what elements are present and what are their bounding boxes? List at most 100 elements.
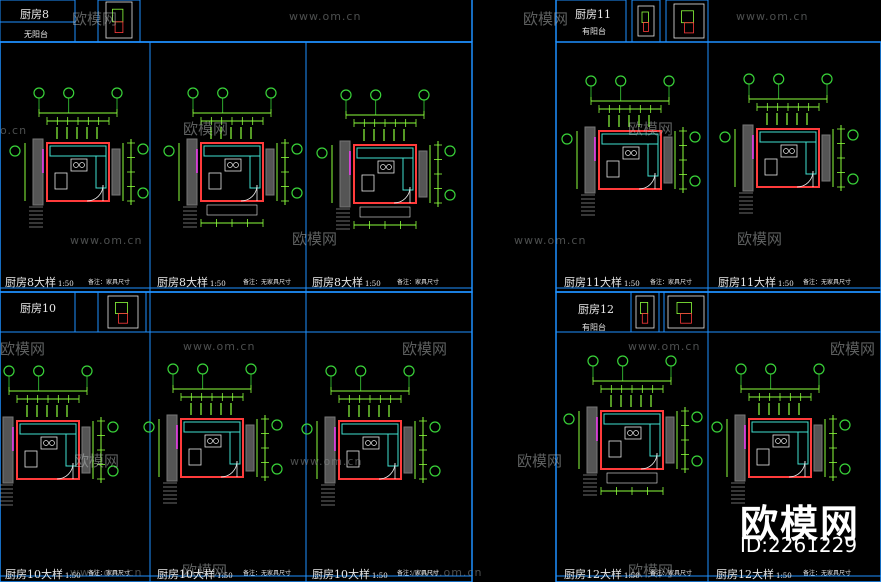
axis-bubble xyxy=(163,145,175,157)
axis-bubble xyxy=(3,365,15,377)
wall-hatch xyxy=(821,134,831,182)
wall-hatch xyxy=(2,416,14,484)
kitchen-wall xyxy=(180,418,244,478)
door-swing xyxy=(378,462,396,480)
wall-hatch xyxy=(339,140,351,208)
wall-hatch xyxy=(186,138,198,206)
wall-hatch xyxy=(813,424,823,472)
stove-burner xyxy=(380,164,386,170)
axis-bubble xyxy=(418,89,430,101)
wall-hatch xyxy=(418,150,428,198)
watermark-url: www.om.cn xyxy=(70,234,143,247)
axis-bubble xyxy=(197,363,209,375)
axis-bubble xyxy=(137,143,149,155)
side-counter xyxy=(65,433,77,467)
title-block xyxy=(0,291,76,333)
axis-bubble xyxy=(765,363,777,375)
stove xyxy=(624,426,642,440)
axis-bubble xyxy=(743,73,755,85)
key-plan-room xyxy=(640,301,649,314)
logo-watermark: 欧模网 xyxy=(740,502,861,546)
axis-bubble xyxy=(33,365,45,377)
key-plan-outline xyxy=(107,295,139,329)
key-plan-box xyxy=(630,291,660,333)
fridge xyxy=(608,440,622,458)
watermark-brand: 欧模网 xyxy=(72,10,118,28)
axis-bubble xyxy=(107,465,119,477)
counter-top xyxy=(203,145,261,157)
key-plan-highlight xyxy=(643,22,649,32)
side-counter xyxy=(649,423,661,457)
sheet-sublabel-kitchen-11: 有阳台 xyxy=(582,27,606,36)
stove-burner xyxy=(627,430,633,436)
axis-bubble xyxy=(689,175,701,187)
key-plan-box xyxy=(665,0,709,43)
watermark-url: www.om.cn xyxy=(290,455,363,468)
fridge xyxy=(208,172,222,190)
wall-hatch xyxy=(663,136,673,184)
stove-burner xyxy=(73,162,79,168)
axis-bubble xyxy=(63,87,75,99)
watermark-brand: 欧模网 xyxy=(628,562,674,580)
kitchen-wall xyxy=(748,418,812,478)
counter-top xyxy=(183,421,241,433)
sheet-sublabel-kitchen-12: 有阳台 xyxy=(582,323,606,332)
watermark-brand: 欧模网 xyxy=(183,120,229,138)
stove-burner xyxy=(79,162,85,168)
plan-note: 备注：家具尺寸 xyxy=(397,570,440,577)
watermark-brand: 欧模网 xyxy=(523,10,569,28)
fridge xyxy=(361,174,375,192)
watermark-url: o.cn xyxy=(0,124,28,137)
axis-bubble xyxy=(355,365,367,377)
plan-note: 备注：家具尺寸 xyxy=(88,570,131,577)
axis-bubble xyxy=(615,75,627,87)
stove-burner xyxy=(233,162,239,168)
axis-bubble xyxy=(143,421,155,433)
fridge xyxy=(606,160,620,178)
axis-bubble xyxy=(665,355,677,367)
axis-bubble xyxy=(663,75,675,87)
axis-bubble xyxy=(370,89,382,101)
watermark-brand: 欧模网 xyxy=(830,340,876,358)
plan-note: 备注：无家具尺寸 xyxy=(243,570,292,577)
watermark-brand: 欧模网 xyxy=(74,452,120,470)
axis-bubble xyxy=(167,363,179,375)
watermark-brand: 欧模网 xyxy=(0,340,46,358)
axis-bubble xyxy=(403,365,415,377)
wall-hatch xyxy=(734,414,746,482)
kitchen-wall xyxy=(598,130,662,190)
watermark-brand: 欧模网 xyxy=(628,120,674,138)
sheet-label-kitchen-8: 厨房8 xyxy=(20,8,49,21)
key-plan-box xyxy=(631,0,661,43)
axis-bubble xyxy=(111,87,123,99)
fridge xyxy=(24,450,38,468)
wall-hatch xyxy=(324,416,336,484)
stove-burner xyxy=(625,150,631,156)
watermark-url: www.om.cn xyxy=(514,234,587,247)
wall-hatch xyxy=(586,406,598,474)
axis-bubble xyxy=(301,423,313,435)
side-counter xyxy=(387,433,399,467)
door-swing xyxy=(240,184,258,202)
axis-bubble xyxy=(245,363,257,375)
door-swing xyxy=(638,172,656,190)
sheet-frame xyxy=(555,291,881,582)
balcony-outline xyxy=(606,472,658,484)
counter-top xyxy=(19,423,77,435)
counter-top xyxy=(759,131,817,143)
axis-bubble xyxy=(444,145,456,157)
stove xyxy=(224,158,242,172)
axis-bubble xyxy=(821,73,833,85)
key-plan-highlight xyxy=(680,313,692,324)
axis-bubble xyxy=(587,355,599,367)
stove xyxy=(780,144,798,158)
key-plan-outline xyxy=(105,1,133,39)
counter-top xyxy=(603,413,661,425)
door-swing xyxy=(220,460,238,478)
axis-bubble xyxy=(291,143,303,155)
kitchen-wall xyxy=(46,142,110,202)
